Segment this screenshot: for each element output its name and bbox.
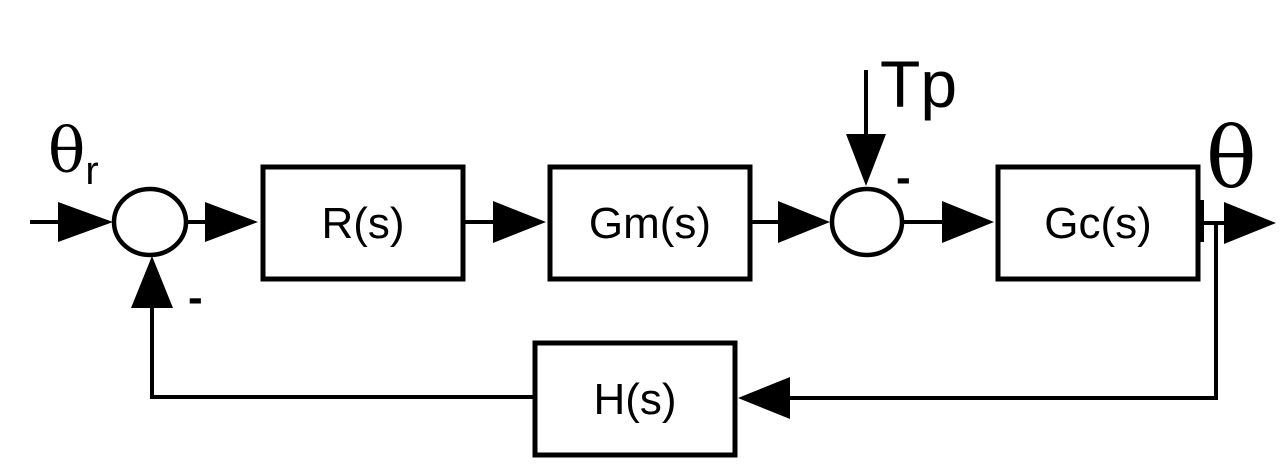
arrow-to-H — [738, 377, 790, 419]
block-R — [260, 164, 466, 282]
arrow-to-Gm — [493, 201, 546, 243]
feedback-arrow — [131, 256, 173, 308]
disturbance-arrow — [846, 134, 886, 186]
block-Gm — [547, 164, 753, 282]
block-H-label: H(s) — [593, 375, 676, 424]
input-subscript: r — [85, 149, 98, 193]
block-R-label: R(s) — [321, 199, 404, 248]
summing-junction-1 — [111, 186, 189, 258]
summing-junction-2 — [829, 186, 905, 258]
block-Gc-label: Gc(s) — [1044, 199, 1152, 248]
block-Gm-label: Gm(s) — [589, 199, 711, 248]
output-arrow — [1224, 202, 1276, 244]
arrow-to-Gc — [942, 201, 994, 243]
arrow-to-sum2 — [778, 201, 830, 243]
disturbance-sign: - — [896, 153, 911, 202]
block-H — [532, 340, 738, 458]
feedback-wire-right — [790, 223, 1218, 400]
feedback-wire-left — [150, 300, 533, 399]
input-signal-label: θr — [48, 114, 99, 193]
output-signal-label: θ — [1206, 109, 1257, 207]
input-arrow — [58, 202, 113, 242]
arrow-to-R — [205, 202, 258, 242]
input-theta: θ — [48, 114, 85, 187]
disturbance-label: Tp — [880, 47, 957, 121]
feedback-sign: - — [188, 273, 203, 322]
